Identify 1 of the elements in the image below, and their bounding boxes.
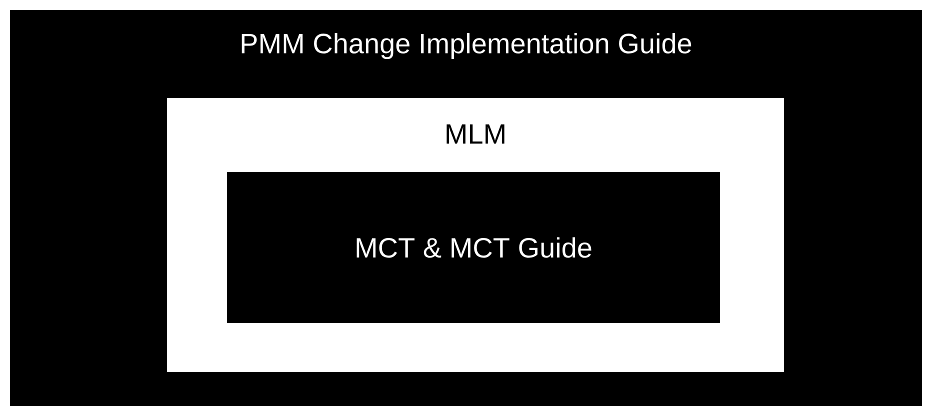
nested-box: MCT & MCT Guide: [227, 172, 720, 323]
